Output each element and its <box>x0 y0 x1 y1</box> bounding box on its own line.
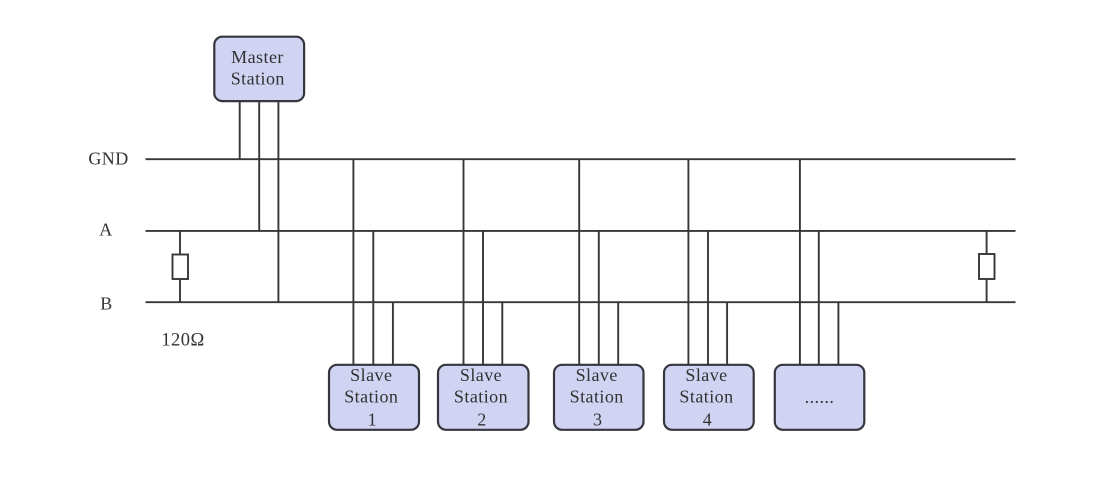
svg-text:4: 4 <box>703 409 712 429</box>
svg-text:2: 2 <box>477 409 486 429</box>
svg-text:3: 3 <box>593 409 602 429</box>
svg-text:......: ...... <box>805 387 835 407</box>
svg-text:1: 1 <box>368 409 377 429</box>
svg-text:Station: Station <box>454 387 508 407</box>
svg-text:Station: Station <box>231 68 285 88</box>
svg-text:Master: Master <box>231 47 284 67</box>
svg-text:B: B <box>100 293 112 313</box>
svg-text:Slave: Slave <box>685 365 727 385</box>
svg-text:Slave: Slave <box>350 365 392 385</box>
svg-text:Station: Station <box>344 387 398 407</box>
svg-text:Slave: Slave <box>576 365 618 385</box>
svg-text:A: A <box>99 220 112 240</box>
svg-text:120Ω: 120Ω <box>161 331 204 351</box>
svg-text:Station: Station <box>679 387 733 407</box>
svg-text:Station: Station <box>570 387 624 407</box>
svg-text:GND: GND <box>88 149 128 169</box>
svg-text:Slave: Slave <box>460 365 502 385</box>
